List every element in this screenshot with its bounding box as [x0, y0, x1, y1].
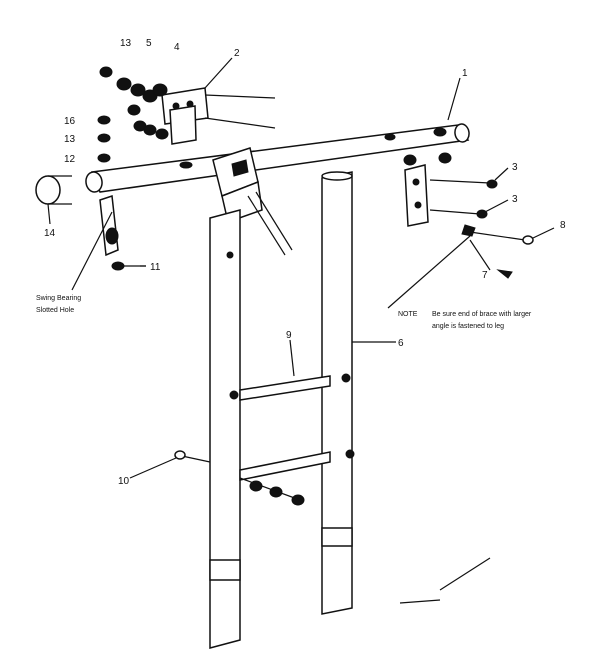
- hardware-left: [97, 115, 111, 163]
- center-bracket: [212, 147, 293, 256]
- label-part-14: 14: [44, 228, 56, 239]
- label-part-3-upper: 3: [512, 162, 518, 173]
- label-part-9: 9: [286, 330, 292, 341]
- swing-bearing-text: Swing Bearing: [36, 295, 81, 302]
- callout-note: NOTE Be sure end of brace with larger an…: [398, 311, 532, 330]
- label-part-8: 8: [560, 220, 566, 231]
- slotted-hole-text: Slotted Hole: [36, 307, 74, 314]
- label-part-16: 16: [64, 116, 76, 127]
- label-part-3-lower: 3: [512, 194, 518, 205]
- label-part-5: 5: [146, 38, 152, 49]
- note-label: NOTE: [398, 311, 418, 318]
- label-part-10: 10: [118, 476, 130, 487]
- label-part-2: 2: [234, 48, 240, 59]
- swing-hanger-left: [99, 194, 146, 271]
- hardware-upper-left: [99, 66, 169, 140]
- label-part-13: 13: [120, 38, 132, 49]
- label-part-6: 6: [398, 338, 404, 349]
- label-part-13-left: 13: [64, 134, 76, 145]
- end-cap: [35, 175, 72, 205]
- leader-lines: [47, 57, 555, 479]
- left-leg: [209, 209, 241, 649]
- bracket-upper-left: [161, 87, 276, 145]
- ground-line: [399, 557, 491, 604]
- label-part-4: 4: [174, 42, 180, 53]
- part-labels: 13 5 4 2 1 16 13 12 3 3 8 14 11 7 9 6 10: [44, 38, 566, 487]
- label-part-7: 7: [482, 270, 488, 281]
- top-bar: [85, 123, 470, 193]
- callout-swing-bearing: Swing Bearing Slotted Hole: [36, 295, 81, 314]
- note-line-2: angle is fastened to leg: [432, 323, 504, 330]
- leg-braces: [239, 375, 331, 481]
- bracket-right: [403, 152, 534, 279]
- hardware-lower: [174, 450, 305, 506]
- right-leg: [321, 171, 355, 615]
- label-part-12: 12: [64, 154, 76, 165]
- label-part-11: 11: [150, 262, 161, 273]
- label-part-1: 1: [462, 68, 468, 79]
- note-line-1: Be sure end of brace with larger: [432, 311, 532, 318]
